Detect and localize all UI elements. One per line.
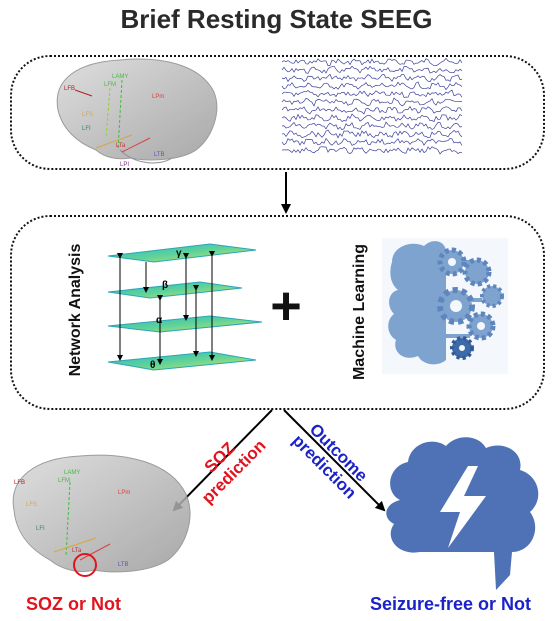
ml-gears-icon: [382, 238, 508, 374]
label-lfi-2: LFI: [36, 526, 45, 532]
label-lta-2: LTa: [72, 548, 82, 554]
layer-gamma: [107, 243, 257, 263]
figure-title: Brief Resting State SEEG: [120, 4, 433, 34]
layer-beta: [107, 281, 243, 299]
label-lfm-2: LFM: [58, 478, 70, 484]
eeg-channel-trace: [281, 57, 463, 67]
label-lpi: LPI: [120, 162, 129, 168]
label-lfb: LFB: [64, 86, 75, 92]
eeg-channel-trace: [281, 129, 463, 139]
label-lfi: LFI: [82, 126, 91, 132]
eeg-traces: [281, 57, 463, 155]
network-layers: γ β α θ: [107, 243, 263, 371]
eeg-channel-trace: [281, 89, 463, 98]
arrow-outcome: [283, 409, 386, 512]
label-lpm-2: LPm: [118, 490, 130, 496]
soz-highlight-circle: [73, 553, 97, 577]
label-ltb-2: LTB: [118, 562, 129, 568]
label-lfs-2: LFS: [26, 502, 37, 508]
label-lamy: LAMY: [112, 74, 128, 80]
eeg-channel-trace: [281, 97, 463, 107]
eeg-channel-trace: [281, 73, 463, 83]
label-lta: LTa: [116, 143, 126, 149]
eeg-channel-trace: [281, 105, 463, 115]
eeg-channel-trace: [281, 81, 463, 91]
eeg-channel-trace: [281, 146, 463, 155]
layer-alpha: [107, 315, 263, 333]
brain-electrodes-top: LFB LAMY LFM LPm LFS LFI LTa LTB LPI: [56, 58, 218, 168]
label-beta: β: [162, 280, 168, 291]
seizure-result-label: Seizure-free or Not: [370, 594, 532, 614]
brain-soz-bottom: LFB LAMY LFM LPm LFS LFI LTa LTB: [12, 454, 191, 577]
analysis-box: [10, 215, 545, 410]
eeg-channel-trace: [281, 137, 463, 146]
label-gamma: γ: [176, 248, 182, 259]
label-alpha: α: [156, 315, 163, 326]
label-lpm: LPm: [152, 94, 164, 100]
network-analysis-label: Network Analysis: [67, 243, 84, 377]
label-ltb: LTB: [154, 152, 165, 158]
seeg-input-box: [10, 55, 545, 170]
eeg-channel-trace: [281, 65, 463, 74]
arrow-soz: [172, 409, 273, 512]
label-lamy-2: LAMY: [64, 470, 80, 476]
label-lfb-2: LFB: [14, 480, 25, 486]
eeg-channel-trace: [281, 113, 463, 123]
machine-learning-label: Machine Learning: [351, 243, 368, 381]
soz-result-label: SOZ or Not: [26, 594, 121, 614]
label-lfs: LFS: [82, 112, 93, 118]
label-theta: θ: [150, 360, 155, 371]
brain-lightning-icon: [386, 437, 539, 590]
plus-sign: +: [270, 276, 302, 336]
eeg-channel-trace: [281, 121, 463, 131]
layer-theta: [107, 351, 257, 371]
label-lfm: LFM: [104, 82, 116, 88]
